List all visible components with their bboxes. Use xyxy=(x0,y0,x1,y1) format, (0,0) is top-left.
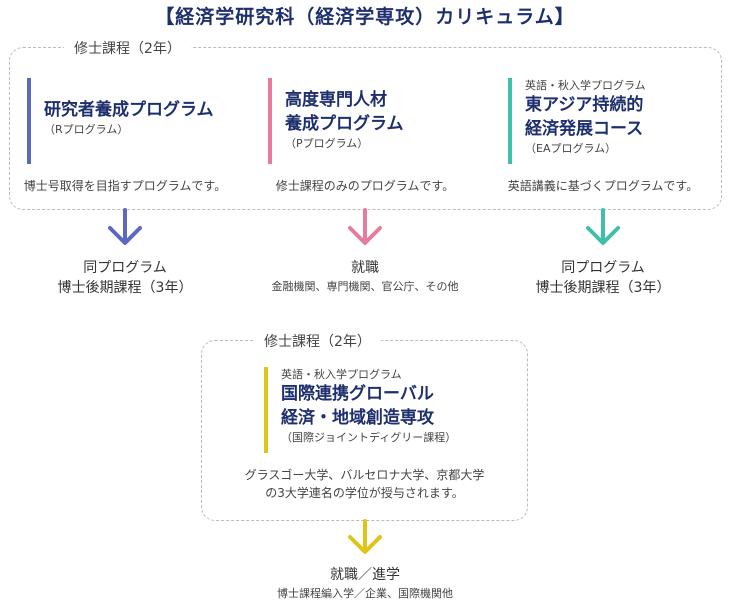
program-ea-name-line-1: 東アジア持続的 xyxy=(525,95,644,115)
program-r-description: 博士号取得を目指すプログラムです。 xyxy=(23,179,227,193)
program-ea-description: 英語講義に基づくプログラムです。 xyxy=(507,179,699,193)
joint-degree-description-line-1: グラスゴー大学、バルセロナ大学、京都大学 xyxy=(244,468,485,482)
joint-degree-description-line-2: の3大学連名の学位が授与されます。 xyxy=(265,486,464,500)
program-joint-degree-name-line-1: 国際連携グローバル xyxy=(281,384,434,404)
program-r: 研究者養成プログラム （Rプログラム） xyxy=(27,78,214,164)
master-course-label-top: 修士課程（2年） xyxy=(64,38,191,58)
destination-r-line-2: 博士後期課程（3年） xyxy=(57,280,193,296)
destination-ea-line-2: 博士後期課程（3年） xyxy=(535,280,671,296)
destination-ea-line-1: 同プログラム xyxy=(561,260,645,276)
destination-p-line-1: 就職 xyxy=(351,260,379,276)
program-p: 高度専門人材 養成プログラム （Pプログラム） xyxy=(268,78,404,164)
arrow-down-icon-ea xyxy=(586,208,620,245)
program-r-name: 研究者養成プログラム xyxy=(44,100,214,120)
destination-p: 就職 金融機関、専門機関、官公庁、その他 xyxy=(245,258,485,296)
program-ea-name-line-2: 経済発展コース xyxy=(525,119,644,139)
program-ea-tag: 英語・秋入学プログラム xyxy=(525,79,646,92)
program-joint-degree-tag: 英語・秋入学プログラム xyxy=(281,368,402,381)
program-ea-sub: （EAプログラム） xyxy=(525,142,617,155)
arrow-down-icon-p xyxy=(348,208,382,245)
program-joint-degree-description: グラスゴー大学、バルセロナ大学、京都大学 の3大学連名の学位が授与されます。 xyxy=(205,466,524,502)
program-p-sub: （Pプログラム） xyxy=(285,137,369,150)
destination-joint-degree: 就職／進学 博士課程編入学／企業、国際機関他 xyxy=(215,565,515,603)
program-ea: 英語・秋入学プログラム 東アジア持続的 経済発展コース （EAプログラム） xyxy=(508,78,646,164)
program-joint-degree: 英語・秋入学プログラム 国際連携グローバル 経済・地域創造専攻 （国際ジョイント… xyxy=(264,367,456,453)
destination-joint-degree-main: 就職／進学 xyxy=(330,567,400,583)
program-r-sub: （Rプログラム） xyxy=(44,123,129,136)
destination-ea: 同プログラム 博士後期課程（3年） xyxy=(493,258,713,298)
destination-p-sub: 金融機関、専門機関、官公庁、その他 xyxy=(271,280,459,293)
program-p-description: 修士課程のみのプログラムです。 xyxy=(275,179,455,193)
page-title: 【経済学研究科（経済学専攻）カリキュラム】 xyxy=(155,6,575,28)
master-course-label-bottom: 修士課程（2年） xyxy=(254,331,381,351)
destination-r-line-1: 同プログラム xyxy=(83,260,167,276)
arrow-down-icon-joint-degree xyxy=(348,519,382,554)
program-p-name-line-1: 高度専門人材 xyxy=(285,90,387,110)
arrow-down-icon-r xyxy=(108,208,142,245)
program-joint-degree-name-line-2: 経済・地域創造専攻 xyxy=(281,408,434,428)
program-joint-degree-sub: （国際ジョイントディグリー課程） xyxy=(281,431,457,444)
program-p-name-line-2: 養成プログラム xyxy=(285,114,404,134)
destination-r: 同プログラム 博士後期課程（3年） xyxy=(15,258,235,298)
destination-joint-degree-sub: 博士課程編入学／企業、国際機関他 xyxy=(277,587,453,600)
